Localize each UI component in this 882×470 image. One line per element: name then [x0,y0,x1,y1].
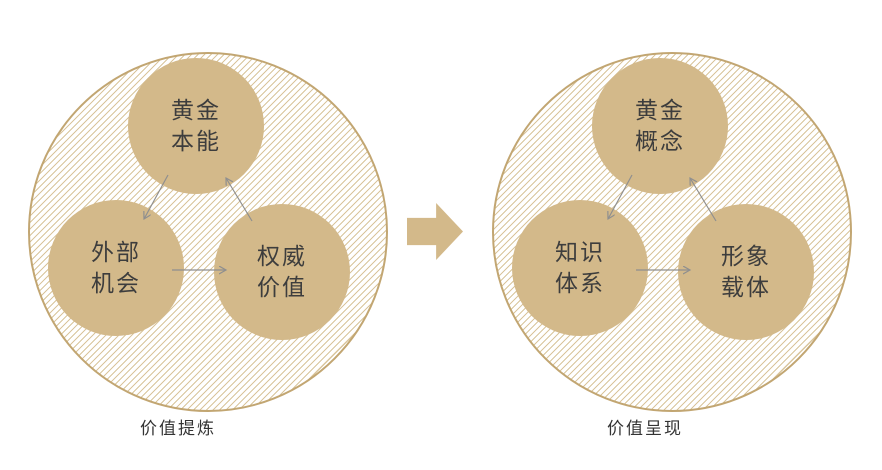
node-image-carrier: 形象 载体 [678,204,814,340]
right-arrow-icon [407,203,463,260]
caption-value-presentation: 价值呈现 [607,419,683,438]
node-label: 权威 价值 [257,242,307,300]
node-label: 知识 体系 [555,238,605,296]
node-external-opportunity: 外部 机会 [48,200,184,336]
node-authority-value: 权威 价值 [214,204,350,340]
node-label: 形象 载体 [721,242,771,300]
diagram-group-left: 黄金 本能 外部 机会 权威 价值 [28,52,388,412]
node-knowledge-system: 知识 体系 [512,200,648,336]
node-golden-concept: 黄金 概念 [592,58,728,194]
node-label: 黄金 本能 [171,96,221,154]
caption-value-refinement: 价值提炼 [140,419,216,438]
node-golden-instinct: 黄金 本能 [128,58,264,194]
diagram-group-right: 黄金 概念 知识 体系 形象 载体 [492,52,852,412]
node-label: 黄金 概念 [635,96,685,154]
node-label: 外部 机会 [91,238,141,296]
